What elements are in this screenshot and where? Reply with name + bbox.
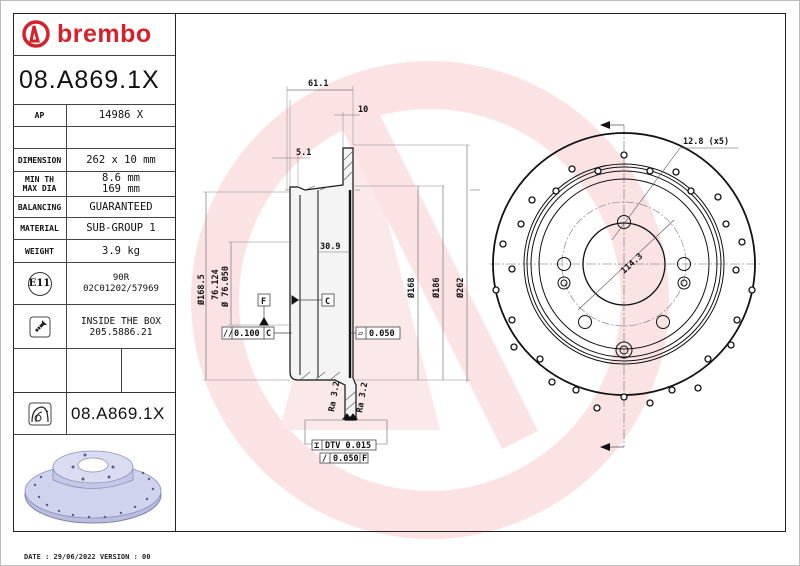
max-dia-value: 169 mm [102, 183, 140, 195]
dia-168: Ø168 [406, 278, 417, 299]
section-dimensions: 61.1 10 5.1 30.9 Ø168.5 76.124 Ø 76.050 … [196, 79, 466, 464]
box-line2: 205.5886.21 [89, 326, 153, 338]
approval-line2: 02C01202/57969 [83, 283, 159, 294]
min-th-label: MIN TH [25, 175, 54, 184]
tol-dtv: DTV 0.015 [325, 441, 371, 451]
ap-label: AP [13, 105, 67, 126]
parallel-symbol: // [223, 329, 233, 339]
row-ap: AP 14986 X [13, 105, 175, 127]
brand-header: brembo [13, 13, 175, 56]
brembo-logo-icon [22, 20, 50, 48]
row-min-max: MIN TH MAX DIA 8.6 mm 169 mm [13, 172, 175, 197]
ap-value: 14986 X [98, 109, 144, 121]
max-dia-label: MAX DIA [22, 184, 57, 193]
screw-icon [29, 316, 50, 337]
dia-262: Ø262 [455, 278, 466, 299]
drawing-sheet-border [13, 13, 786, 532]
dim-10: 10 [358, 105, 368, 115]
disc-3d-render [24, 450, 162, 524]
row-kit: 08.A869.1X [13, 393, 175, 435]
tol-runout: 0.050 [333, 454, 359, 464]
kit-part-number: 08.A869.1X [71, 404, 165, 423]
weight-label: WEIGHT [13, 240, 67, 262]
footer-date-version: DATE : 29/06/2022 VERSION : 00 [24, 553, 151, 561]
row-blank [13, 349, 175, 393]
row-inside-box: INSIDE THE BOX 205.5886.21 [13, 305, 175, 349]
front-view [490, 121, 760, 451]
section-view [203, 86, 480, 464]
row-weight: WEIGHT 3.9 kg [13, 240, 175, 263]
tol-runout-ref: F [362, 454, 367, 464]
datum-c: C [325, 297, 330, 307]
title-block: brembo 08.A869.1X AP 14986 X DIMENSION 2… [13, 13, 176, 532]
disc-wheel-icon [28, 402, 51, 425]
dim-30-9: 30.9 [320, 242, 340, 252]
flatness-symbol: ▱ [358, 329, 364, 339]
drill-holes [492, 151, 756, 412]
dia-186: Ø186 [431, 278, 442, 299]
dtv-symbol: ⌶ [314, 441, 319, 451]
approval-line1: 90R [112, 272, 130, 283]
balancing-value: GUARANTEED [89, 200, 153, 213]
tol-parallel-ref: C [266, 329, 271, 339]
dim-5-1: 5.1 [296, 148, 311, 158]
dimension-label: DIMENSION [13, 149, 67, 171]
runout-symbol: / [322, 454, 327, 464]
row-dimension: DIMENSION 262 x 10 mm [13, 149, 175, 172]
balancing-label: BALANCING [13, 197, 67, 217]
dia-76-050: Ø 76.050 [220, 266, 231, 308]
bolt-hole-label: 12.8 (x5) [683, 137, 729, 147]
datum-f: F [261, 297, 266, 307]
material-label: MATERIAL [13, 218, 67, 239]
brand-name: brembo [57, 19, 152, 48]
weight-value: 3.9 kg [102, 244, 140, 257]
dim-61-1: 61.1 [308, 79, 328, 89]
dia-76-124: 76.124 [211, 269, 221, 300]
row-balancing: BALANCING GUARANTEED [13, 197, 175, 218]
dimension-value: 262 x 10 mm [86, 153, 156, 166]
box-line1: INSIDE THE BOX [80, 315, 162, 327]
tol-parallel: 0.100 [234, 329, 260, 339]
row-empty [13, 127, 175, 149]
row-material: MATERIAL SUB-GROUP 1 [13, 218, 175, 240]
part-number: 08.A869.1X [13, 56, 175, 105]
min-th-value: 8.6 mm [102, 172, 140, 184]
row-approval: E11 90R 02C01202/57969 [13, 263, 175, 305]
dia-168-5: Ø168.5 [196, 274, 207, 306]
material-value: SUB-GROUP 1 [86, 222, 156, 234]
tol-flatness: 0.050 [369, 329, 395, 339]
e11-approval-icon: E11 [27, 271, 52, 296]
